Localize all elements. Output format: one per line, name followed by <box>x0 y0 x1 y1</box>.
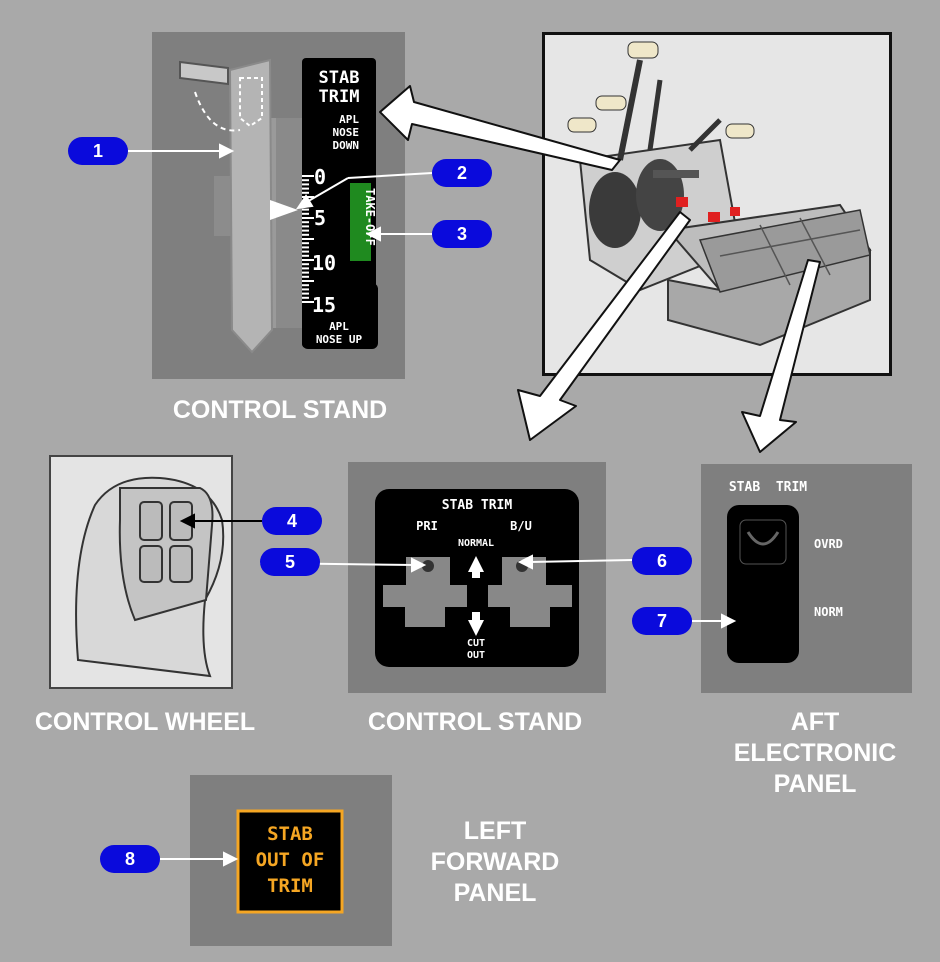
caption-aft-line-3: PANEL <box>773 770 857 798</box>
normal-label: NORMAL <box>458 538 494 549</box>
callout-4[interactable]: 4 <box>262 507 322 535</box>
stab-trim-switch-panel <box>375 489 579 667</box>
pri-label: PRI <box>416 519 438 533</box>
callout-2[interactable]: 2 <box>432 159 492 187</box>
caption-control-stand-bottom: CONTROL STAND <box>367 708 583 736</box>
callout-3[interactable]: 3 <box>432 220 492 248</box>
nose-down-label-3: DOWN <box>333 139 360 152</box>
scale-15: 15 <box>312 293 336 317</box>
callout-8[interactable]: 8 <box>100 845 160 873</box>
nose-up-label-1: APL <box>329 320 349 333</box>
cut-label: CUT <box>467 638 485 649</box>
nose-down-label-1: APL <box>339 113 359 126</box>
control-stand-illustration <box>567 41 872 347</box>
leader-line-4 <box>179 513 262 529</box>
scale-10: 10 <box>312 251 336 275</box>
caption-control-stand-top: CONTROL STAND <box>172 396 388 424</box>
out-label: OUT <box>467 650 485 661</box>
caption-lfp-line-3: PANEL <box>453 879 537 907</box>
nose-up-label-2: NOSE UP <box>316 333 363 346</box>
callout-6[interactable]: 6 <box>632 547 692 575</box>
annunciator-line-3: TRIM <box>267 875 313 897</box>
scale-0: 0 <box>314 165 326 189</box>
leader-lines <box>128 143 737 867</box>
takeoff-band-label: TAKE-OFF <box>363 188 377 246</box>
callout-1[interactable]: 1 <box>68 137 128 165</box>
nose-down-label-2: NOSE <box>333 126 360 139</box>
zoom-arrows <box>379 85 821 453</box>
caption-aft-electronic-panel: AFT ELECTRONIC PANEL <box>700 707 930 800</box>
annunciator-line-1: STAB <box>267 823 313 845</box>
scale-5: 5 <box>314 206 326 230</box>
callout-5[interactable]: 5 <box>260 548 320 576</box>
caption-aft-line-2: ELECTRONIC <box>733 739 897 767</box>
aft-stab-trim-title: STAB TRIM <box>729 480 807 495</box>
caption-lfp-line-1: LEFT <box>463 817 527 845</box>
annunciator-line-2: OUT OF <box>256 849 325 871</box>
callout-7[interactable]: 7 <box>632 607 692 635</box>
norm-label: NORM <box>814 605 843 619</box>
aft-stab-trim-switch <box>727 505 799 663</box>
control-wheel-drawing <box>75 476 225 678</box>
switch-panel-title: STAB TRIM <box>442 498 513 513</box>
ovrd-label: OVRD <box>814 537 843 551</box>
stab-trim-indicator <box>270 58 378 349</box>
caption-left-forward-panel: LEFT FORWARD PANEL <box>405 816 585 909</box>
bu-label: B/U <box>510 519 532 533</box>
stab-out-of-trim-light <box>236 809 344 914</box>
caption-lfp-line-2: FORWARD <box>430 848 560 876</box>
trim-lever-drawing <box>179 58 306 354</box>
stab-trim-title-2: TRIM <box>319 87 360 107</box>
caption-aft-line-1: AFT <box>790 708 840 736</box>
caption-control-wheel: CONTROL WHEEL <box>34 708 256 736</box>
stab-trim-title-1: STAB <box>319 68 360 88</box>
